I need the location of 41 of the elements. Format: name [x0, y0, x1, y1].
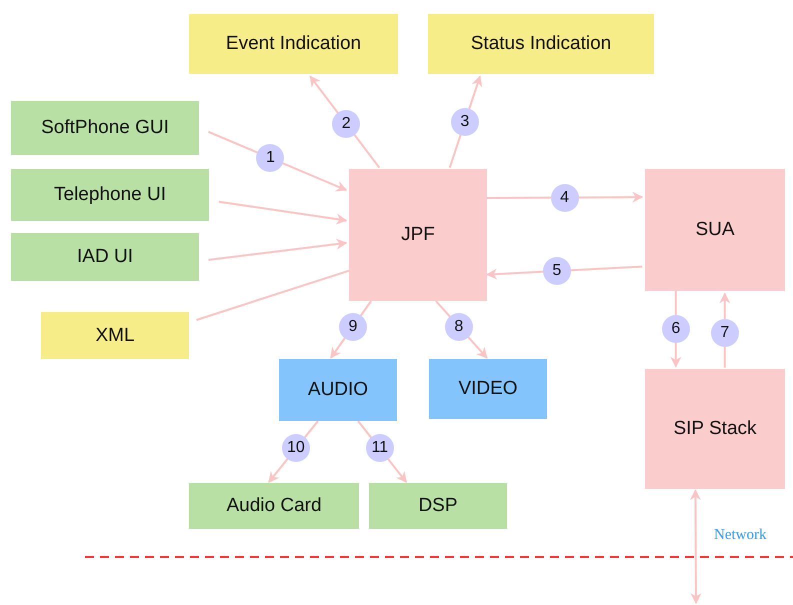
node-label: IAD UI — [77, 246, 133, 268]
node-label: Telephone UI — [54, 184, 166, 206]
edge-label: 6 — [662, 314, 690, 343]
module-box — [645, 369, 785, 489]
edge-label: 10 — [282, 434, 310, 462]
output-box — [189, 14, 398, 74]
edge-label: 1 — [256, 144, 284, 172]
input-box — [189, 483, 359, 529]
node-label: VIDEO — [458, 378, 518, 400]
input-box — [11, 233, 199, 281]
edge-label: 11 — [366, 434, 394, 462]
network-label: Network — [714, 527, 766, 544]
node-label: JPF — [401, 224, 435, 246]
media-box — [279, 359, 397, 421]
edge-label: 4 — [550, 184, 579, 212]
node-label: DSP — [418, 495, 458, 517]
edge-label: 9 — [339, 312, 367, 341]
edge-label: 5 — [542, 257, 571, 285]
module-box — [645, 169, 785, 291]
node-label: SoftPhone GUI — [41, 117, 169, 139]
input-box — [369, 483, 507, 529]
node-label: Event Indication — [226, 33, 362, 55]
node-label: AUDIO — [308, 379, 368, 401]
module-box — [349, 169, 487, 301]
edge-label: 7 — [710, 318, 739, 347]
node-label: Audio Card — [226, 495, 322, 517]
output-box — [41, 312, 189, 359]
node-label: SUA — [695, 219, 735, 241]
arrow — [218, 200, 348, 224]
edge-label: 8 — [444, 312, 473, 341]
arrow — [690, 489, 702, 604]
media-box — [429, 359, 547, 419]
node-label: XML — [95, 324, 135, 346]
input-box — [11, 169, 209, 221]
input-box — [11, 101, 199, 155]
edge-label: 2 — [332, 110, 360, 138]
output-box — [428, 14, 654, 74]
edge-label: 3 — [450, 108, 479, 136]
node-label: Status Indication — [470, 33, 612, 55]
node-label: SIP Stack — [673, 418, 757, 440]
arrow — [208, 238, 348, 261]
